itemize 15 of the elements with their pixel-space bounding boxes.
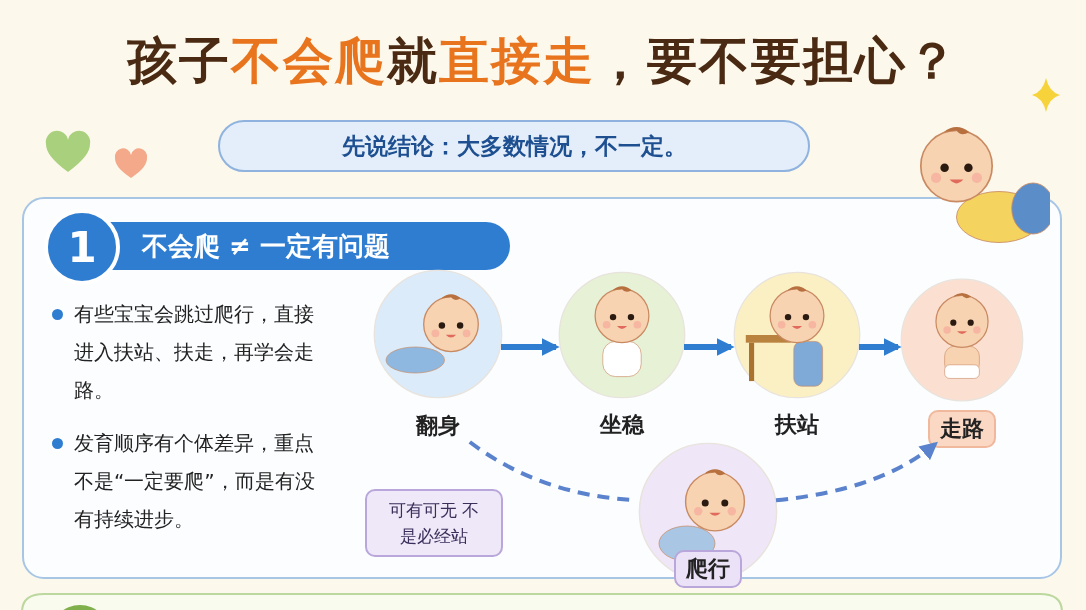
arrow: [501, 338, 560, 356]
step-badge: 爬行: [674, 550, 742, 588]
number-badge: 1: [44, 209, 120, 285]
arrow: [859, 338, 902, 357]
step-label: 坐稳: [598, 411, 646, 439]
title: 孩子不会爬就直接走，要不要担心？: [126, 31, 960, 92]
step-badge: 走路: [928, 410, 996, 448]
conclusion-pill: 先说结论：大多数情况，不一定。: [218, 120, 810, 172]
step-label: 翻身: [415, 412, 461, 440]
note-box: 可有可无 不是必经站: [365, 489, 503, 557]
bullet-text: 有些宝宝会跳过爬行，直接进入扶站、扶走，再学会走路。: [50, 295, 320, 409]
step-label: 扶站: [773, 411, 820, 439]
bullet-text: 发育顺序有个体差异，重点不是“一定要爬”，而是有没有持续进步。: [50, 424, 320, 538]
arrow: [684, 338, 735, 356]
dashed-arrow: [775, 441, 939, 503]
